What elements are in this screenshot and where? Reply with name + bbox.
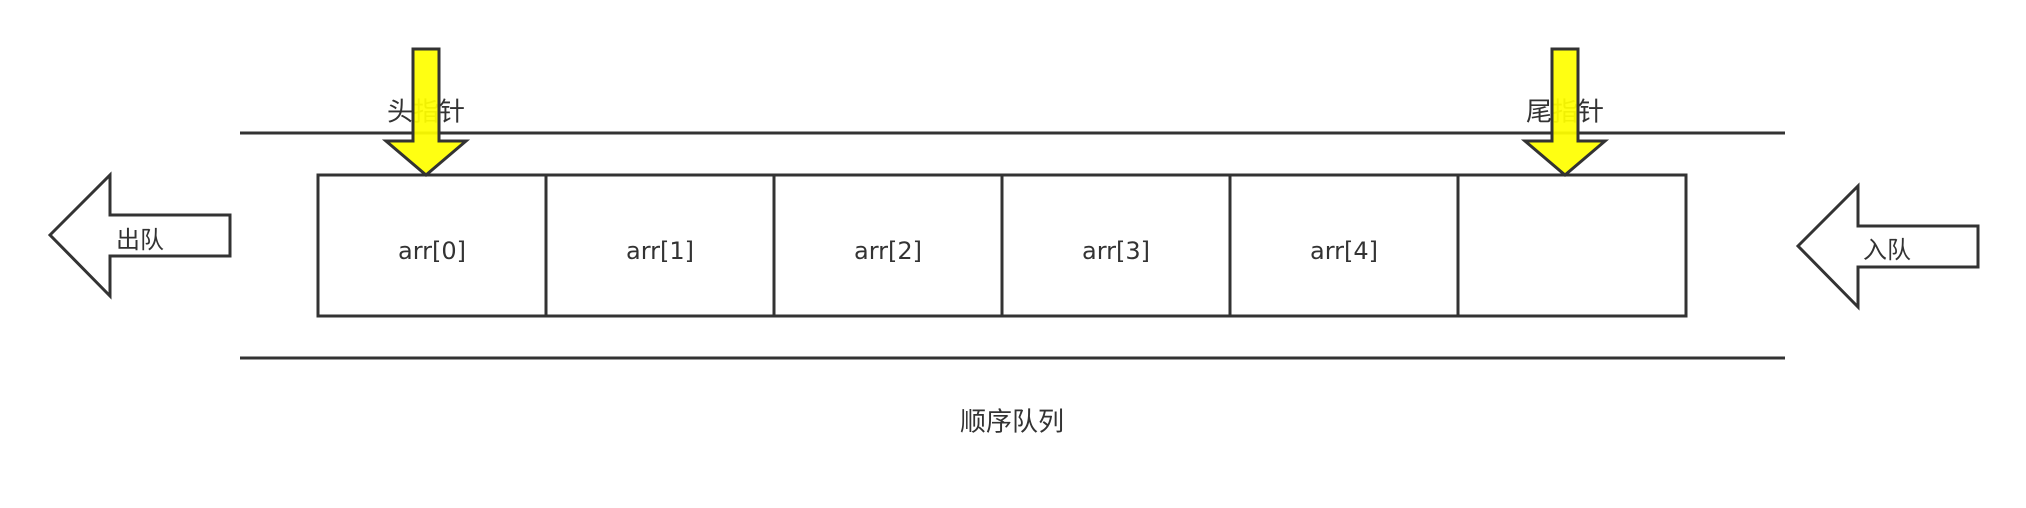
queue-cell-label: arr[0] <box>398 237 466 265</box>
head-pointer-arrow-icon <box>381 47 471 177</box>
dequeue-arrow-icon <box>47 171 232 300</box>
enqueue-arrow: 入队 <box>1795 182 1980 311</box>
dequeue-label: 出队 <box>116 226 164 254</box>
tail-pointer: 尾指针 <box>1520 47 1610 177</box>
queue-cell-5 <box>1456 173 1688 318</box>
enqueue-label: 入队 <box>1863 236 1911 264</box>
queue-cell-label: arr[2] <box>854 237 922 265</box>
queue-cells: arr[0] arr[1] arr[2] arr[3] arr[4] <box>316 173 1688 318</box>
enqueue-arrow-icon <box>1795 182 1980 311</box>
queue-cell-0: arr[0] <box>316 173 548 318</box>
diagram-title: 顺序队列 <box>960 408 1064 438</box>
queue-cell-1: arr[1] <box>544 173 776 318</box>
tail-pointer-arrow-icon <box>1520 47 1610 177</box>
queue-cell-2: arr[2] <box>772 173 1004 318</box>
queue-cell-label: arr[4] <box>1310 237 1378 265</box>
head-pointer: 头指针 <box>381 47 471 177</box>
queue-cell-label: arr[3] <box>1082 237 1150 265</box>
queue-cell-label: arr[1] <box>626 237 694 265</box>
queue-cell-3: arr[3] <box>1000 173 1232 318</box>
queue-cell-4: arr[4] <box>1228 173 1460 318</box>
dequeue-arrow: 出队 <box>47 171 232 300</box>
